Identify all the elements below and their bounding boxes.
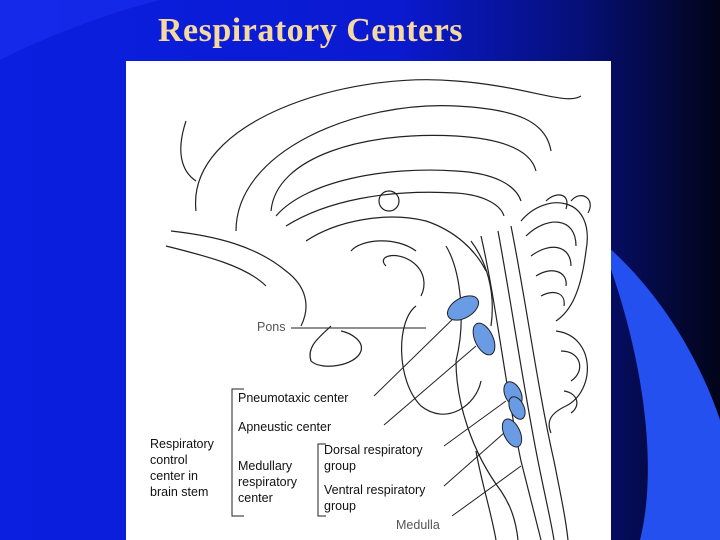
brainstem-diagram: Pons Pneumotaxic center Apneustic center… — [126, 61, 611, 540]
label-ventral-respiratory-group: Ventral respiratory group — [324, 483, 426, 513]
label-apneustic-center: Apneustic center — [238, 420, 332, 434]
ventral-group-shape — [501, 418, 523, 448]
label-medullary-respiratory-center: Medullary respiratory center — [238, 459, 298, 505]
label-medulla: Medulla — [396, 518, 440, 532]
apneustic-center-shape — [472, 322, 496, 356]
label-pneumotaxic-center: Pneumotaxic center — [238, 391, 349, 405]
dorsal-group-shape-lower — [508, 396, 526, 420]
pneumotaxic-center-shape — [446, 295, 480, 321]
brain-sagittal-drawing — [165, 79, 591, 540]
slide-title: Respiratory Centers — [158, 12, 464, 49]
label-dorsal-respiratory-group: Dorsal respiratory group — [324, 443, 423, 473]
label-pons: Pons — [257, 320, 286, 334]
label-respiratory-control-center: Respiratory control center in brain stem — [150, 437, 214, 499]
